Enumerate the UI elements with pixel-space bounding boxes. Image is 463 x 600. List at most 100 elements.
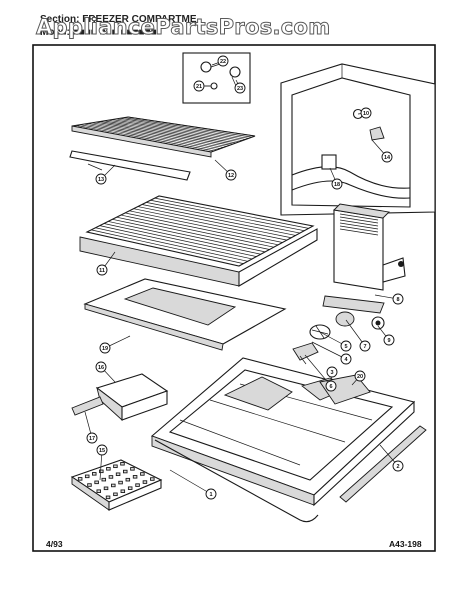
callout-number: 21 — [196, 84, 202, 90]
ice-cube-cell — [103, 486, 109, 491]
ice-cube-cell — [106, 467, 111, 471]
shelf-rib — [99, 225, 253, 260]
grille-slot — [339, 222, 379, 230]
callout-number: 16 — [98, 365, 104, 371]
ice-cube-cell — [118, 480, 123, 485]
callout-number: 23 — [237, 86, 243, 92]
shelf-rib — [116, 216, 270, 250]
shelf-rib — [154, 197, 309, 229]
callout-bubble — [96, 264, 108, 276]
drawing-code: A43-198 — [389, 539, 422, 549]
shelf-rib — [112, 218, 266, 253]
callout-bubble — [331, 178, 343, 190]
ice-cube-cell — [101, 477, 107, 482]
callout-bubble — [217, 55, 229, 67]
shelf-wire — [91, 122, 227, 147]
shelf-rib — [137, 206, 292, 239]
ice-cube-cell — [132, 475, 138, 479]
callout-number: 6 — [329, 384, 332, 390]
freezer-floor-1 — [150, 357, 416, 523]
callout-number: 11 — [99, 268, 105, 274]
ice-bin-16 — [95, 373, 169, 422]
callout-number: 9 — [387, 338, 390, 344]
fan-motor — [292, 342, 319, 361]
callout-bubble — [96, 444, 108, 456]
shelf-rib — [146, 202, 301, 234]
callout-number: 18 — [334, 182, 340, 188]
callout-number: 20 — [357, 374, 363, 380]
ice-cube-cell — [125, 477, 131, 482]
screw-part — [200, 61, 212, 73]
grille-slot — [339, 225, 379, 233]
section-title: Section: FREEZER COMPARTME — [40, 14, 197, 25]
ice-cube-cell — [92, 472, 97, 476]
ice-cube-cell — [111, 483, 116, 488]
door-gasket-2 — [339, 425, 427, 503]
ice-cube-cell — [113, 492, 118, 497]
ice-cube-cell — [130, 467, 135, 471]
leader-line — [304, 354, 332, 387]
callout-bubble — [95, 361, 107, 373]
shelf-wire — [119, 117, 249, 139]
ice-cube-cell — [115, 472, 121, 476]
freezer-shelf-11 — [79, 195, 318, 287]
callout-number: 22 — [220, 59, 226, 65]
shelf-rib — [103, 223, 257, 257]
callout-bubble — [392, 293, 404, 305]
inset-box — [182, 52, 251, 104]
shelf-rib — [95, 227, 248, 262]
fan-bracket — [335, 311, 355, 327]
callout-number: 7 — [363, 344, 366, 350]
callout-number: 10 — [363, 111, 369, 117]
leader-lines — [84, 60, 399, 495]
clip-part — [229, 66, 241, 78]
callout-number: 13 — [98, 177, 104, 183]
ice-cube-cell — [123, 469, 128, 474]
grille-slot — [339, 216, 379, 224]
ice-cube-cell — [142, 480, 148, 484]
shelf-rib — [129, 210, 283, 243]
shelf-wire — [83, 123, 221, 149]
grille-slot — [339, 228, 379, 236]
ice-cube-cell — [113, 464, 118, 469]
callout-bubble — [234, 82, 246, 94]
watermark: AppliancePartsPros.com — [36, 15, 330, 39]
ice-cube-cell — [135, 483, 140, 487]
ice-cube-cell — [94, 480, 99, 485]
shelf-rib — [108, 221, 261, 255]
callout-bubble — [225, 169, 237, 181]
shelf-wire — [111, 119, 243, 141]
ice-cube-cell — [120, 489, 126, 493]
shelf-wire — [107, 119, 240, 143]
diagram-frame — [32, 44, 436, 552]
ice-cube-cell — [127, 486, 133, 490]
model-line: Mo■■: ■■■■ ■■■ ■■■■■■ — [40, 27, 157, 38]
grille-slot — [339, 213, 379, 221]
grille-slot — [339, 219, 379, 227]
shelf-rib — [91, 229, 244, 264]
callout-number: 5 — [344, 344, 347, 350]
callout-number: 14 — [384, 155, 391, 161]
fan-motor-assembly — [292, 311, 385, 365]
callout-bubble — [205, 488, 217, 500]
callout-number: 1 — [209, 492, 212, 498]
evaporator-cover-8 — [322, 203, 406, 314]
shelf-wire — [103, 120, 237, 144]
callout-bubble — [325, 380, 337, 392]
shelf-wire — [79, 124, 218, 151]
shelf-wire — [87, 123, 224, 148]
detail-inset-fasteners — [182, 52, 251, 104]
callout-bubble — [326, 366, 338, 378]
leader-line — [169, 469, 212, 495]
shelf-trim-13 — [69, 150, 191, 181]
ice-cube-cell — [120, 462, 125, 466]
callout-number: 3 — [330, 370, 333, 376]
washer-part — [210, 82, 218, 90]
callout-bubble — [99, 342, 111, 354]
freezer-liner-housing — [280, 63, 436, 216]
callout-number: 19 — [102, 346, 108, 352]
ice-cube-cell — [150, 477, 155, 481]
callout-number: 8 — [396, 297, 399, 303]
callout-number: 4 — [344, 357, 348, 363]
